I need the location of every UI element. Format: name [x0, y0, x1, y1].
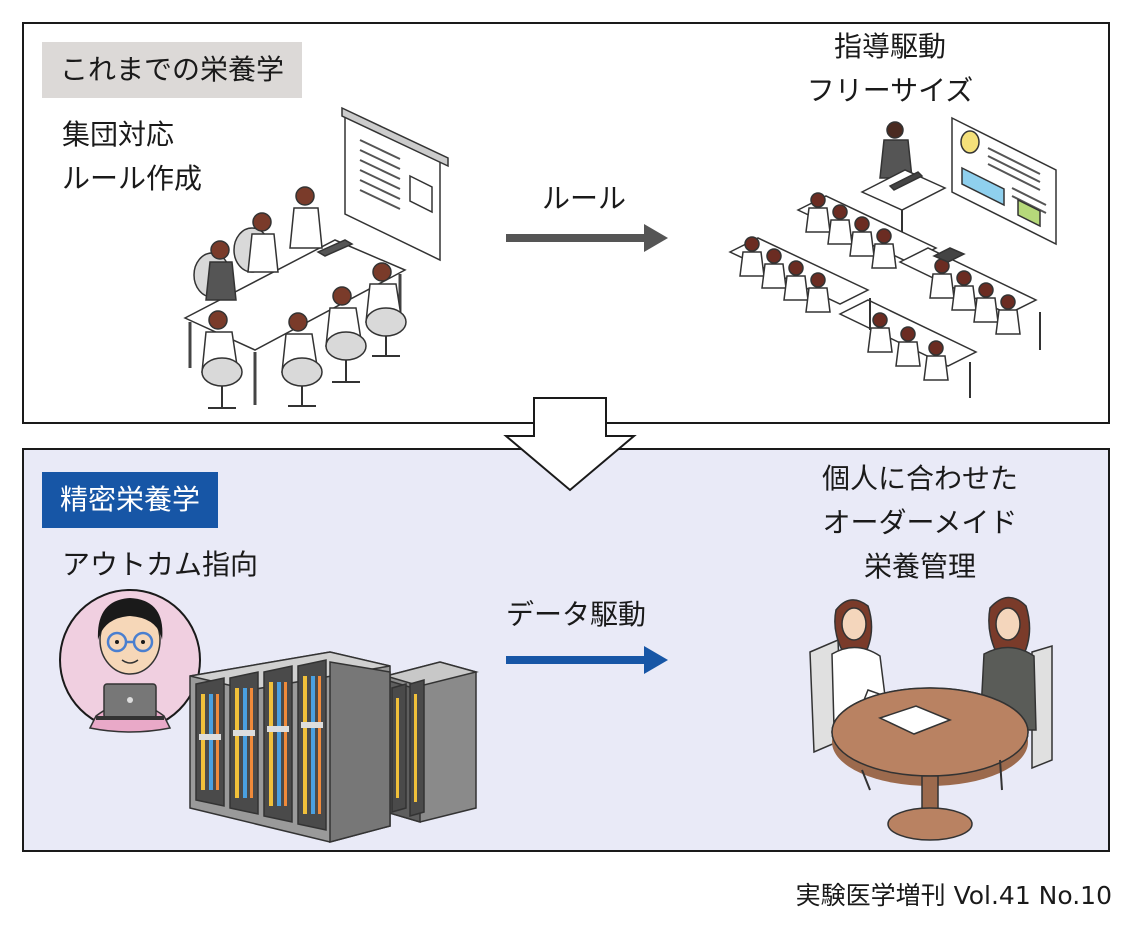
consultation-illustration [809, 596, 1053, 841]
traditional-feature-line2: ルール作成 [62, 162, 203, 195]
precision-result-line2: オーダーメイド [822, 506, 1018, 539]
rule-arrow-label: ルール [542, 182, 627, 215]
analyst-avatar-illustration [59, 589, 201, 733]
server-illustration [189, 651, 479, 843]
rule-arrow [506, 224, 668, 252]
traditional-feature-line1: 集団対応 [62, 118, 175, 151]
traditional-nutrition-tag: これまでの栄養学 [42, 42, 303, 98]
precision-result-line3: 栄養管理 [863, 550, 976, 583]
data-arrow-label: データ駆動 [506, 598, 647, 631]
data-arrow [506, 646, 668, 674]
precision-feature: アウトカム指向 [62, 548, 259, 581]
traditional-result-line1: 指導駆動 [833, 30, 946, 63]
source-citation: 実験医学増刊 Vol.41 No.10 [795, 881, 1112, 910]
traditional-result-line2: フリーサイズ [806, 74, 974, 107]
down-arrow [503, 397, 637, 492]
precision-result-line1: 個人に合わせた [821, 462, 1018, 495]
precision-nutrition-tag: 精密栄養学 [42, 472, 219, 528]
meeting-illustration [183, 106, 449, 409]
lecture-illustration [728, 116, 1057, 398]
